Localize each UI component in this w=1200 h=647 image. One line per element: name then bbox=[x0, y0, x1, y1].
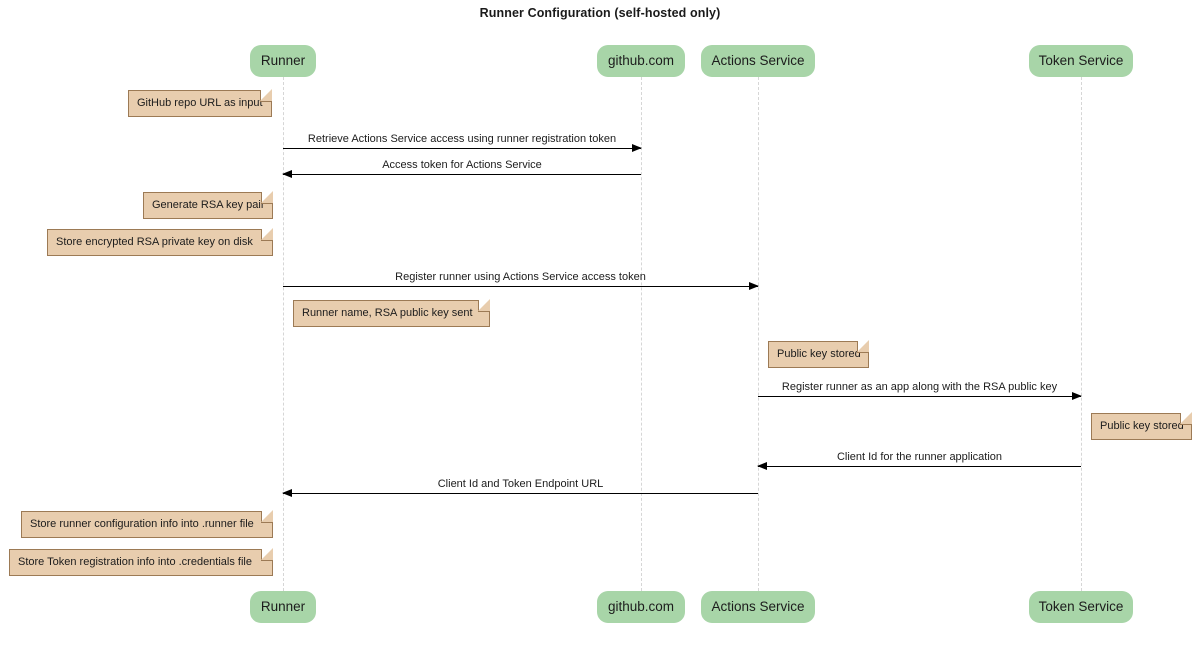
lifeline-runner bbox=[283, 77, 284, 591]
lifeline-token-service bbox=[1081, 77, 1082, 591]
note-store-token-reg-text: Store Token registration info into .cred… bbox=[18, 556, 252, 568]
msg-client-id-runner-app: Client Id for the runner application bbox=[757, 451, 1081, 470]
note-fold-corner-icon bbox=[261, 510, 273, 523]
msg-register-runner-as-app: Register runner as an app along with the… bbox=[758, 381, 1082, 400]
note-store-encrypted-key: Store encrypted RSA private key on disk bbox=[47, 228, 273, 256]
note-fold-corner-icon bbox=[1180, 412, 1192, 425]
arrowhead-icon bbox=[632, 143, 642, 152]
note-store-runner-config: Store runner configuration info into .ru… bbox=[21, 510, 273, 538]
msg-retrieve-actions-access: Retrieve Actions Service access using ru… bbox=[283, 133, 642, 152]
note-public-key-stored-2-text: Public key stored bbox=[1100, 420, 1184, 432]
arrowhead-icon bbox=[749, 281, 759, 290]
msg-client-id-runner-app-label: Client Id for the runner application bbox=[836, 451, 1003, 463]
msg-register-runner-label: Register runner using Actions Service ac… bbox=[395, 271, 646, 283]
arrowhead-icon bbox=[1072, 391, 1082, 400]
note-generate-rsa-key-pair-text: Generate RSA key pair bbox=[152, 199, 265, 211]
participant-github-com-bottom[interactable]: github.com bbox=[597, 591, 685, 623]
msg-retrieve-actions-access-label: Retrieve Actions Service access using ru… bbox=[307, 133, 617, 145]
note-fold-corner-icon bbox=[261, 228, 273, 241]
msg-access-token: Access token for Actions Service bbox=[282, 159, 641, 178]
participant-actions-service-bottom[interactable]: Actions Service bbox=[701, 591, 815, 623]
diagram-title: Runner Configuration (self-hosted only) bbox=[479, 6, 721, 20]
participant-token-service-bottom[interactable]: Token Service bbox=[1029, 591, 1133, 623]
msg-access-token-label: Access token for Actions Service bbox=[382, 159, 542, 171]
msg-register-runner: Register runner using Actions Service ac… bbox=[283, 271, 759, 290]
note-fold-corner-icon bbox=[261, 191, 273, 204]
lifeline-actions-service bbox=[758, 77, 759, 591]
note-store-token-reg: Store Token registration info into .cred… bbox=[9, 548, 273, 576]
note-github-repo-url: GitHub repo URL as input bbox=[128, 89, 272, 117]
note-store-runner-config-text: Store runner configuration info into .ru… bbox=[30, 518, 254, 530]
note-store-encrypted-key-text: Store encrypted RSA private key on disk bbox=[56, 236, 253, 248]
note-public-key-stored-2: Public key stored bbox=[1091, 412, 1192, 440]
note-fold-corner-icon bbox=[260, 89, 272, 102]
participant-github-com-top[interactable]: github.com bbox=[597, 45, 685, 77]
participant-token-service-top[interactable]: Token Service bbox=[1029, 45, 1133, 77]
note-fold-corner-icon bbox=[857, 340, 869, 353]
note-fold-corner-icon bbox=[478, 299, 490, 312]
arrowhead-icon bbox=[282, 169, 292, 178]
note-fold-corner-icon bbox=[261, 548, 273, 561]
msg-client-id-token-endpoint: Client Id and Token Endpoint URL bbox=[282, 478, 758, 497]
note-generate-rsa-key-pair: Generate RSA key pair bbox=[143, 191, 273, 219]
msg-client-id-token-endpoint-label: Client Id and Token Endpoint URL bbox=[437, 478, 604, 490]
note-public-key-stored-1-text: Public key stored bbox=[777, 348, 861, 360]
note-runner-name-key-sent-text: Runner name, RSA public key sent bbox=[302, 307, 473, 319]
participant-runner-top[interactable]: Runner bbox=[250, 45, 316, 77]
note-github-repo-url-text: GitHub repo URL as input bbox=[137, 97, 263, 109]
msg-register-runner-as-app-label: Register runner as an app along with the… bbox=[781, 381, 1058, 393]
participant-actions-service-top[interactable]: Actions Service bbox=[701, 45, 815, 77]
note-public-key-stored-1: Public key stored bbox=[768, 340, 869, 368]
arrowhead-icon bbox=[282, 488, 292, 497]
participant-runner-bottom[interactable]: Runner bbox=[250, 591, 316, 623]
lifeline-github-com bbox=[641, 77, 642, 591]
arrowhead-icon bbox=[757, 461, 767, 470]
note-runner-name-key-sent: Runner name, RSA public key sent bbox=[293, 299, 490, 327]
